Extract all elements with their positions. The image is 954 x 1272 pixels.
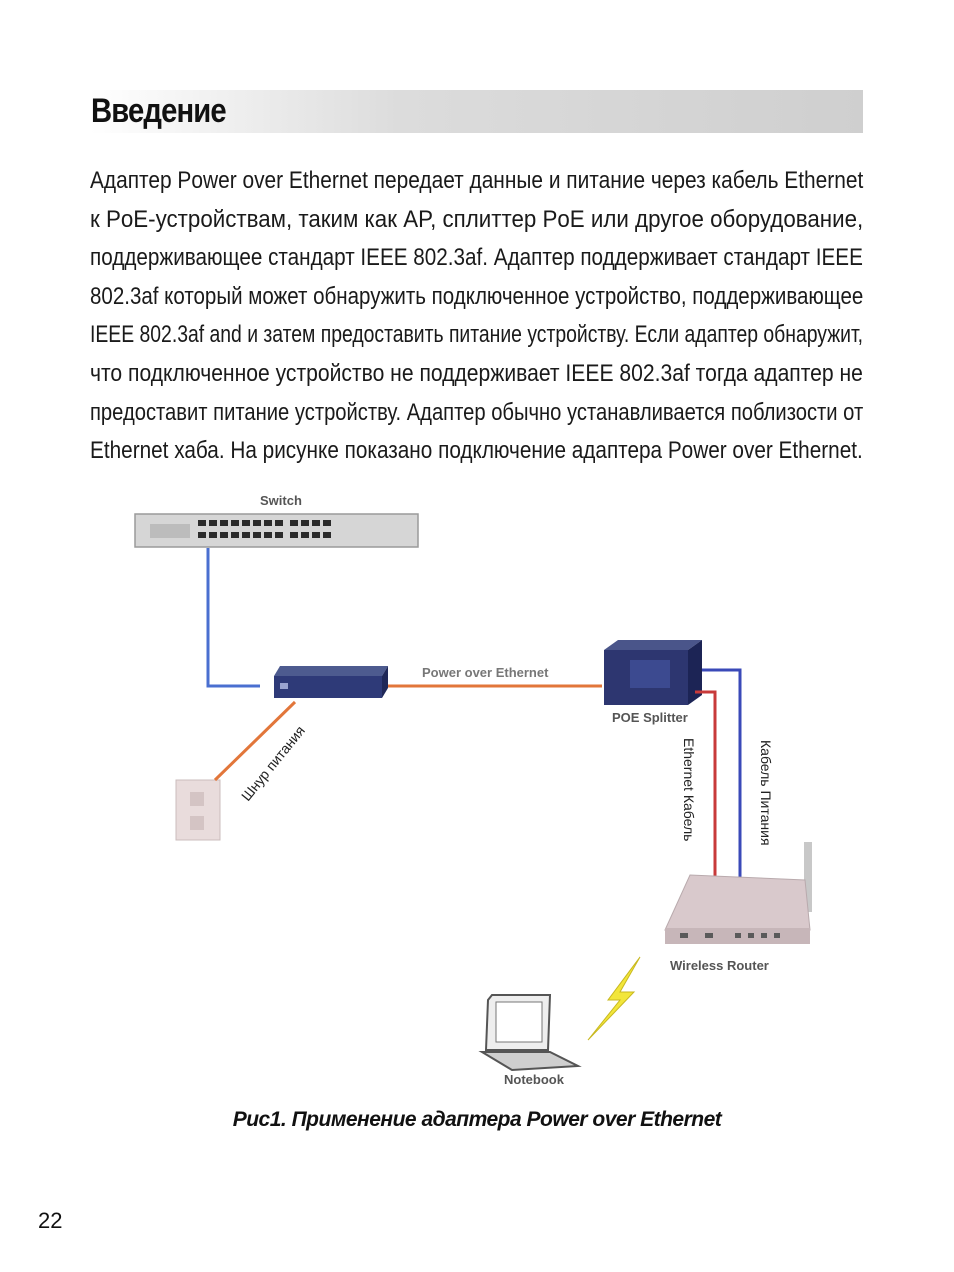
intro-paragraph: Адаптер Power over Ethernet передает дан… (90, 162, 863, 471)
splitter-label: POE Splitter (612, 710, 688, 725)
poe-splitter-device (604, 640, 702, 705)
paragraph-line: Ethernet хаба. На рисунке показано подкл… (90, 437, 863, 465)
paragraph-line: что подключенное устройство не поддержив… (90, 359, 863, 387)
ethernet-cable-switch (206, 548, 260, 688)
paragraph-line: IEEE 802.3af and и затем предоставить пи… (90, 321, 864, 349)
poe-link-label: Power over Ethernet (422, 665, 549, 680)
router-label: Wireless Router (670, 958, 769, 973)
switch-label: Switch (260, 493, 302, 508)
wall-outlet (175, 779, 221, 841)
power-cord (213, 700, 297, 782)
page-number: 22 (38, 1208, 63, 1233)
section-heading: Введение (91, 92, 227, 130)
power-cord-label: Шнур питания (238, 723, 308, 804)
ethernet-cable-label: Ethernet Кабель (681, 738, 697, 841)
wireless-signal-icon (587, 956, 641, 1041)
wireless-router-device (664, 842, 812, 944)
heading-bar (90, 90, 863, 133)
paragraph-line: Адаптер Power over Ethernet передает дан… (90, 167, 864, 194)
notebook-label: Notebook (504, 1072, 565, 1087)
paragraph-line: поддерживающее стандарт IEEE 802.3af. Ад… (90, 244, 863, 272)
ethernet-cable-router (695, 690, 717, 880)
poe-connection-diagram: Switch Power over Ethernet POE Splitter … (134, 493, 812, 1087)
paragraph-line: предоставит питание устройству. Адаптер … (90, 398, 864, 426)
power-cable-router (702, 668, 742, 880)
paragraph-line: к PoE-устройствам, таким как AP, сплитте… (90, 205, 864, 233)
figure-caption: Рис1. Применение адаптера Power over Eth… (232, 1108, 722, 1131)
poe-adapter-device (274, 666, 388, 698)
switch-device (134, 513, 419, 548)
power-cable-label: Кабель Питания (758, 740, 774, 846)
paragraph-line: 802.3af который может обнаружить подключ… (90, 282, 864, 310)
notebook-device (478, 994, 582, 1072)
